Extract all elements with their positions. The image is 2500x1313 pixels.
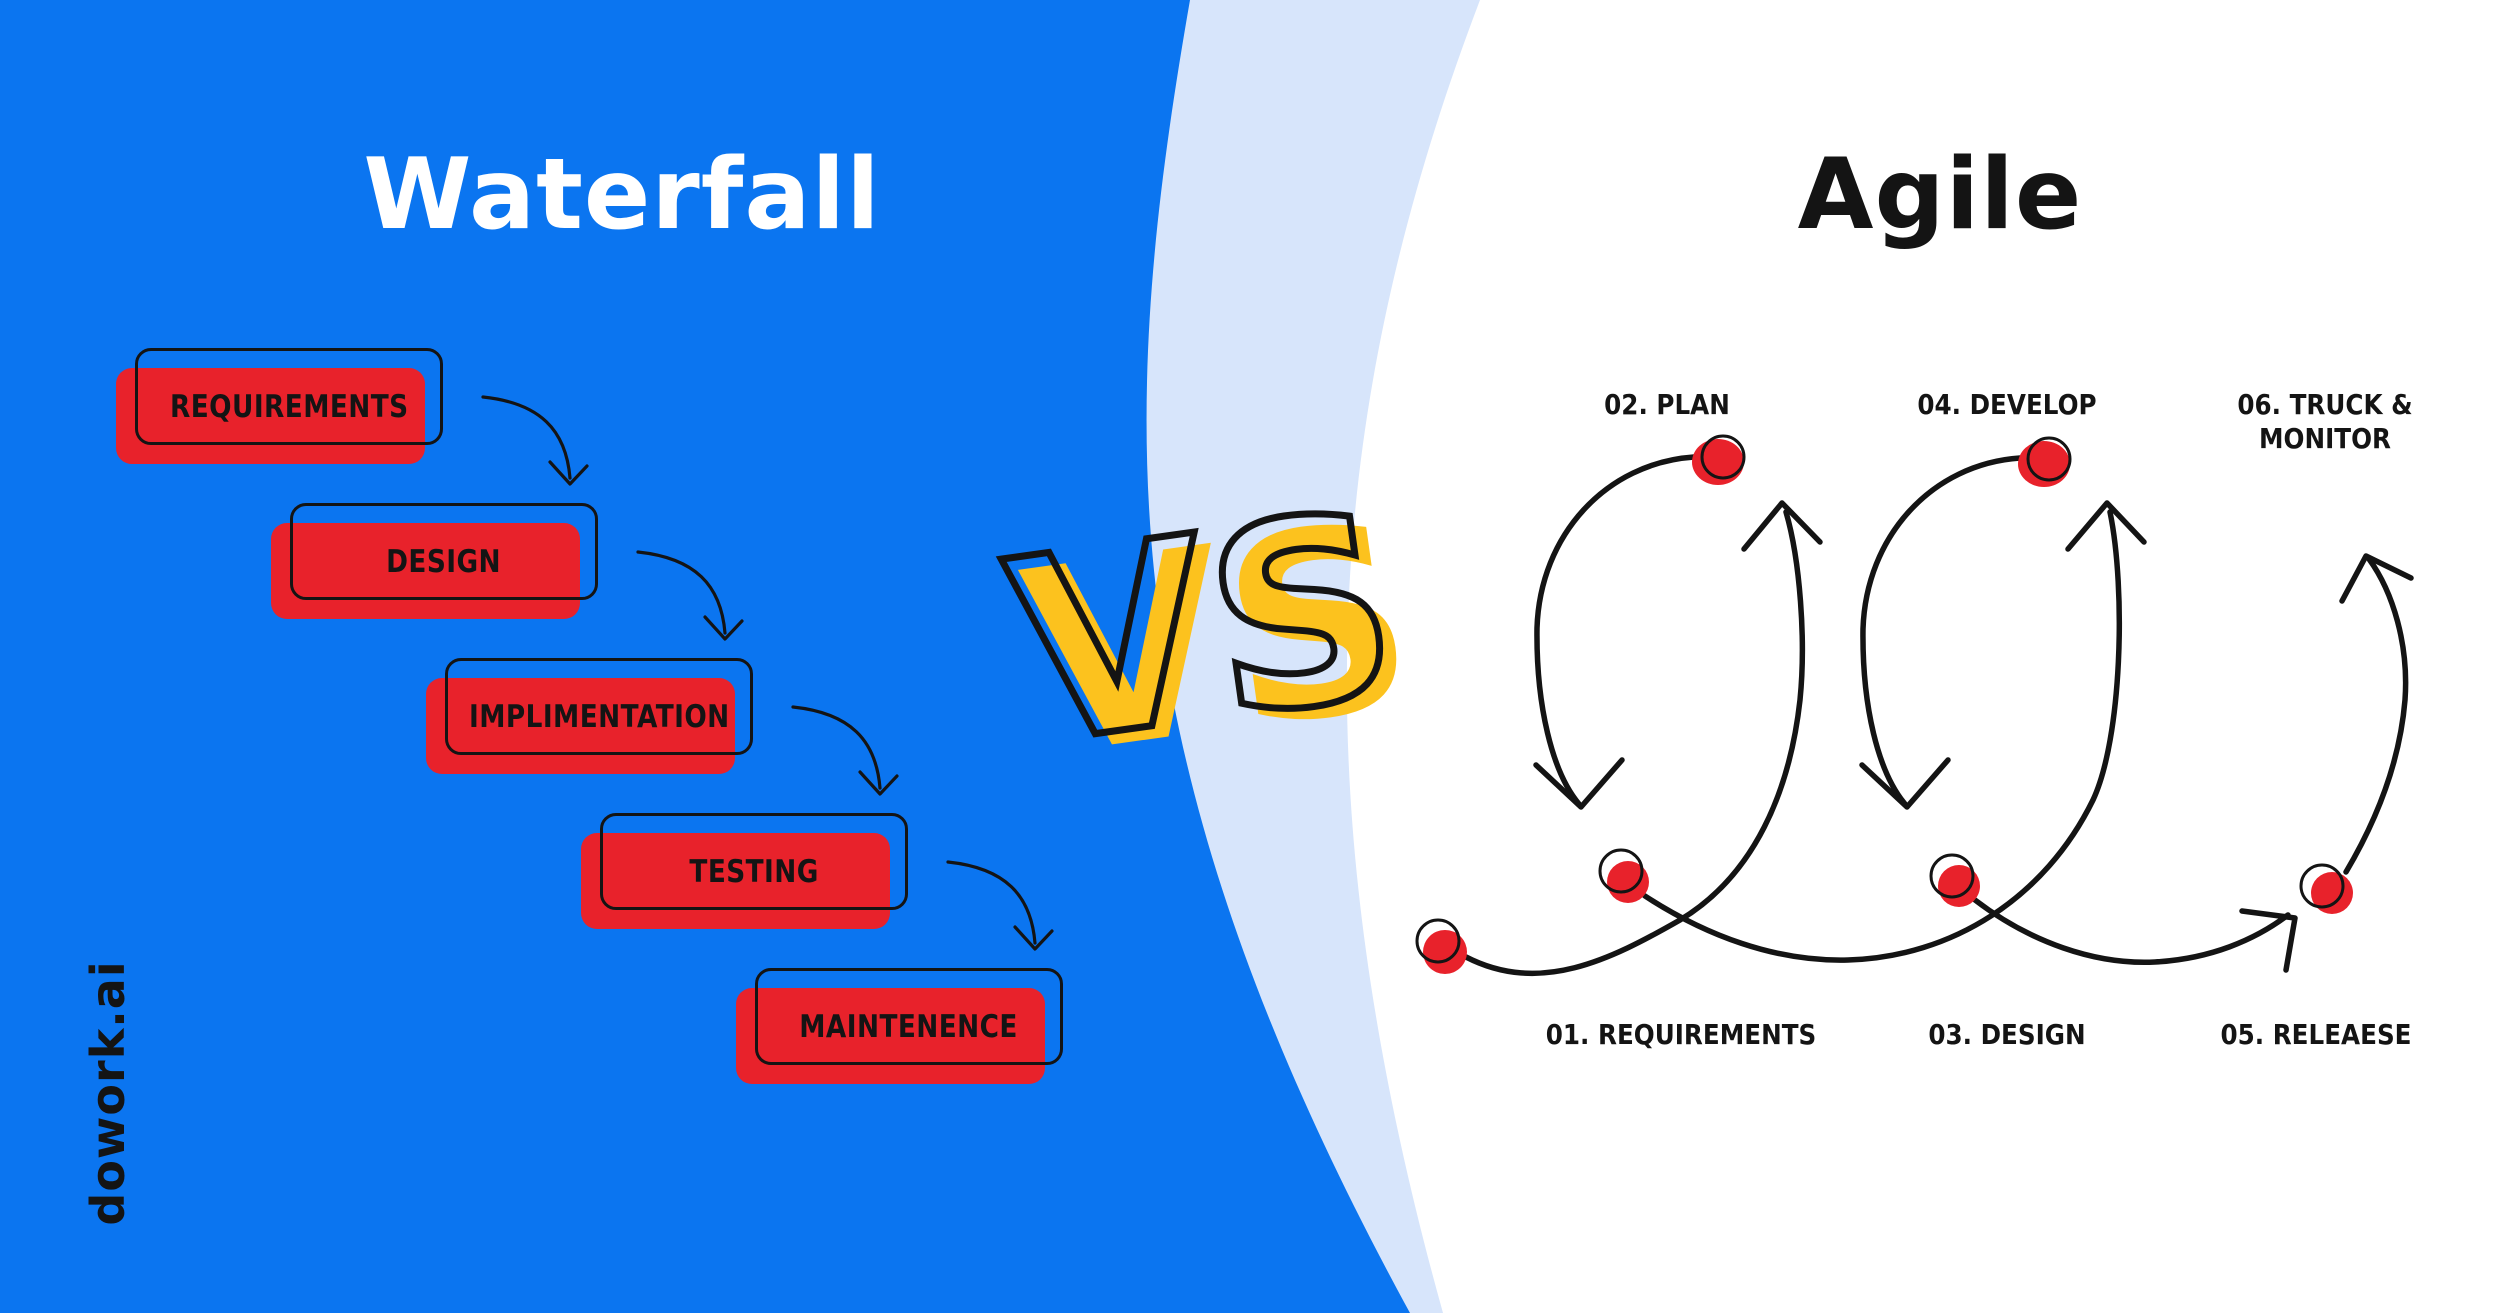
agile-label-develop: 04. DEVELOP	[1905, 388, 2109, 421]
agile-curve-to-release	[1972, 897, 2291, 966]
stage-label: MAINTENENCE	[755, 988, 1063, 1065]
flow-arrow-2-head	[703, 615, 744, 641]
brand-logo-text: dowork.ai	[81, 960, 135, 1226]
waterfall-stage-implementation: IMPLIMENTATION	[426, 658, 753, 774]
vs-outline-text: VS	[990, 453, 1420, 808]
stage-label-text: TESTING	[689, 853, 819, 890]
agile-label-text: 06. TRUCK & MONITOR	[2237, 388, 2413, 456]
stage-label-text: MAINTENENCE	[799, 1008, 1019, 1045]
stage-outline-rect	[755, 968, 1063, 1065]
waterfall-title: Waterfall	[363, 138, 881, 252]
stage-red-rect	[426, 678, 735, 774]
agile-down-arrowhead-1	[1533, 757, 1625, 810]
stage-outline-rect	[445, 658, 753, 755]
flow-arrow-3-head	[858, 770, 899, 796]
dot-requirements-outline	[1598, 848, 1644, 894]
stage-red-rect	[736, 988, 1045, 1084]
flow-arrow-4-head	[1013, 925, 1054, 951]
flow-arrow-2	[636, 550, 727, 635]
agile-label-text: 02. PLAN	[1604, 388, 1730, 421]
agile-down-arrowhead-2	[1859, 757, 1951, 810]
agile-curve-rise-to-plan	[1463, 509, 1806, 977]
agile-curve-plan-down	[1534, 454, 1697, 807]
agile-right-arrowhead	[2239, 908, 2298, 973]
dot-release-outline	[2299, 863, 2345, 909]
waterfall-stage-maintenance: MAINTENENCE	[736, 968, 1063, 1084]
waterfall-stage-design: DESIGN	[271, 503, 598, 619]
agile-label-text: 01. REQUIREMENTS	[1545, 1018, 1817, 1051]
flow-arrow-3	[791, 705, 882, 790]
stage-label-text: REQUIREMENTS	[169, 388, 409, 425]
stage-red-rect	[581, 833, 890, 929]
stage-outline-rect	[600, 813, 908, 910]
stage-outline-rect	[290, 503, 598, 600]
waterfall-stage-testing: TESTING	[581, 813, 908, 929]
agile-title: Agile	[1797, 138, 2083, 252]
dot-design-outline	[1929, 853, 1975, 899]
agile-label-text: 05. RELEAESE	[2220, 1018, 2412, 1051]
dot-develop-outline	[2026, 436, 2072, 482]
agile-label-text: 04. DEVELOP	[1917, 388, 2097, 421]
left-blue-background	[0, 0, 1410, 1313]
agile-label-text: 03. DESIGN	[1928, 1018, 2086, 1051]
agile-milestone-dots	[1415, 434, 2353, 974]
agile-label-track-monitor: 06. TRUCK & MONITOR	[2223, 388, 2428, 456]
agile-label-requirements: 01. REQUIREMENTS	[1527, 1018, 1834, 1051]
flow-arrow-4	[946, 860, 1037, 945]
dot-start-outline	[1415, 918, 1461, 964]
stage-label: IMPLIMENTATION	[445, 678, 753, 755]
stage-red-rect	[116, 368, 425, 464]
stage-label-text: DESIGN	[386, 543, 502, 580]
stage-label: REQUIREMENTS	[135, 368, 443, 445]
dot-start	[1423, 930, 1467, 974]
agile-label-release: 05. RELEAESE	[2207, 1018, 2424, 1051]
dot-plan-outline	[1700, 434, 1746, 480]
agile-label-plan: 02. PLAN	[1596, 388, 1739, 421]
agile-loop-curves	[1463, 454, 2414, 977]
agile-curve-develop-down	[1860, 455, 2023, 807]
stage-label: TESTING	[600, 833, 908, 910]
waterfall-flow-arrows	[481, 395, 1054, 951]
stage-label: DESIGN	[290, 523, 598, 600]
agile-label-design: 03. DESIGN	[1918, 1018, 2097, 1051]
flow-arrow-1	[481, 395, 572, 480]
dot-plan	[1692, 439, 1744, 485]
vs-emblem: VS VS	[990, 453, 1448, 815]
agile-up-arrowhead-2	[2065, 500, 2147, 552]
agile-up-arrowhead-1	[1741, 500, 1823, 552]
stage-label-text: IMPLIMENTATION	[468, 698, 730, 735]
dot-develop	[2018, 441, 2070, 487]
agile-curve-rise-to-monitor	[2343, 556, 2409, 875]
flow-arrow-1-head	[548, 460, 589, 486]
agile-curve-rise-to-develop	[1642, 509, 2123, 963]
agile-up-arrowhead-3	[2339, 553, 2414, 604]
stage-red-rect	[271, 523, 580, 619]
waterfall-stage-requirements: REQUIREMENTS	[116, 348, 443, 464]
stage-outline-rect	[135, 348, 443, 445]
